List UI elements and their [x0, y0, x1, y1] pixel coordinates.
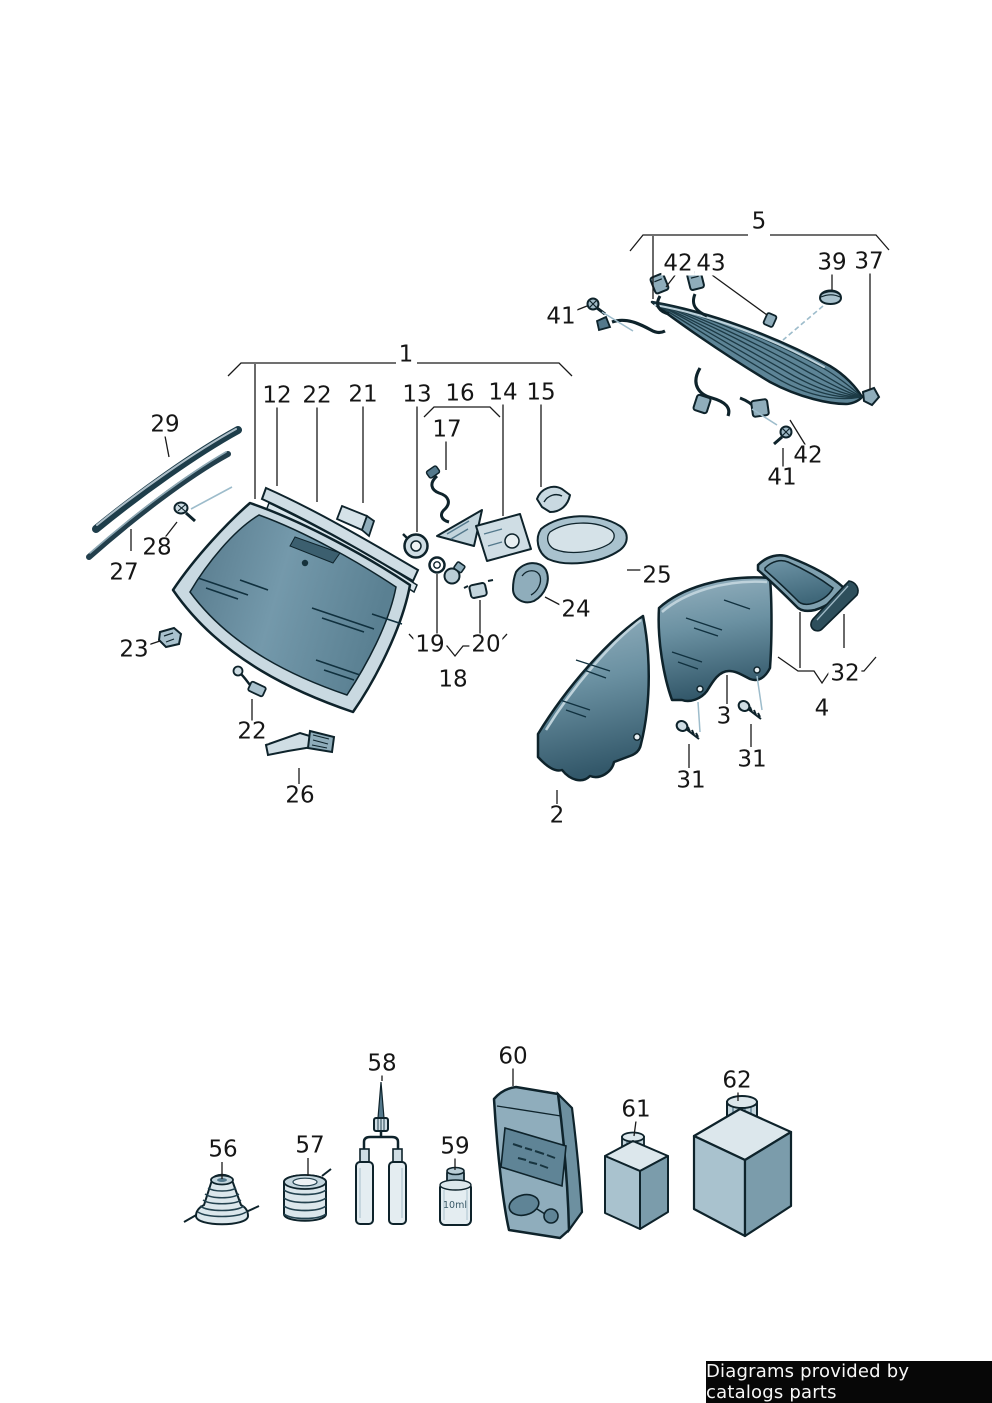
quarter-glass-seal [810, 580, 859, 632]
sealant-bag-60 [492, 1085, 584, 1240]
side-molding-strips [86, 426, 242, 560]
hook-bracket-15 [536, 485, 571, 513]
sensor-wire-17 [425, 465, 450, 524]
rear-window-bolt-bottom [751, 408, 793, 446]
molding-clip-28 [173, 501, 196, 523]
credit-banner-text: Diagrams provided by catalogs parts [706, 1361, 910, 1403]
rear-window-leaders [571, 234, 890, 468]
mirror-cover-25 [536, 515, 628, 565]
bulb-20 [443, 561, 466, 585]
windshield-bottom-connector [232, 665, 267, 698]
cover-cap-21 [335, 504, 376, 538]
rear-window-bolt-top [586, 297, 634, 332]
removal-tool-26 [264, 729, 336, 757]
activator-box-61 [604, 1131, 669, 1230]
rear-door-glass [657, 576, 773, 733]
supply-leaders [221, 1068, 739, 1179]
clip-nut [463, 579, 494, 599]
rear-window-glass [650, 300, 864, 406]
screw-31-left [675, 720, 700, 740]
bracket-plate-14 [475, 513, 532, 562]
side-glass-leaders [556, 612, 877, 804]
grommet [782, 289, 843, 341]
windshield-glass [171, 501, 412, 714]
adhesive-canister-62 [692, 1095, 793, 1238]
credit-banner: Diagrams provided by catalogs parts [706, 1361, 992, 1403]
windshield-clip-23 [157, 626, 183, 649]
glue-applicator-58 [355, 1081, 407, 1225]
washer-19 [428, 556, 446, 574]
sensor-pad-16 [436, 509, 483, 547]
mirror-cover-24 [511, 562, 549, 604]
primer-bottle-59: 10ml [439, 1166, 472, 1226]
front-door-glass [536, 614, 650, 782]
ring-13 [402, 533, 429, 559]
rear-window-harness [595, 270, 778, 418]
coil-spring-57 [283, 1168, 332, 1222]
retainer-clip-37 [861, 386, 881, 407]
wire-coil-56 [183, 1173, 260, 1226]
bottle-volume-label: 10ml [443, 1200, 467, 1211]
screw-31-right [737, 700, 762, 720]
